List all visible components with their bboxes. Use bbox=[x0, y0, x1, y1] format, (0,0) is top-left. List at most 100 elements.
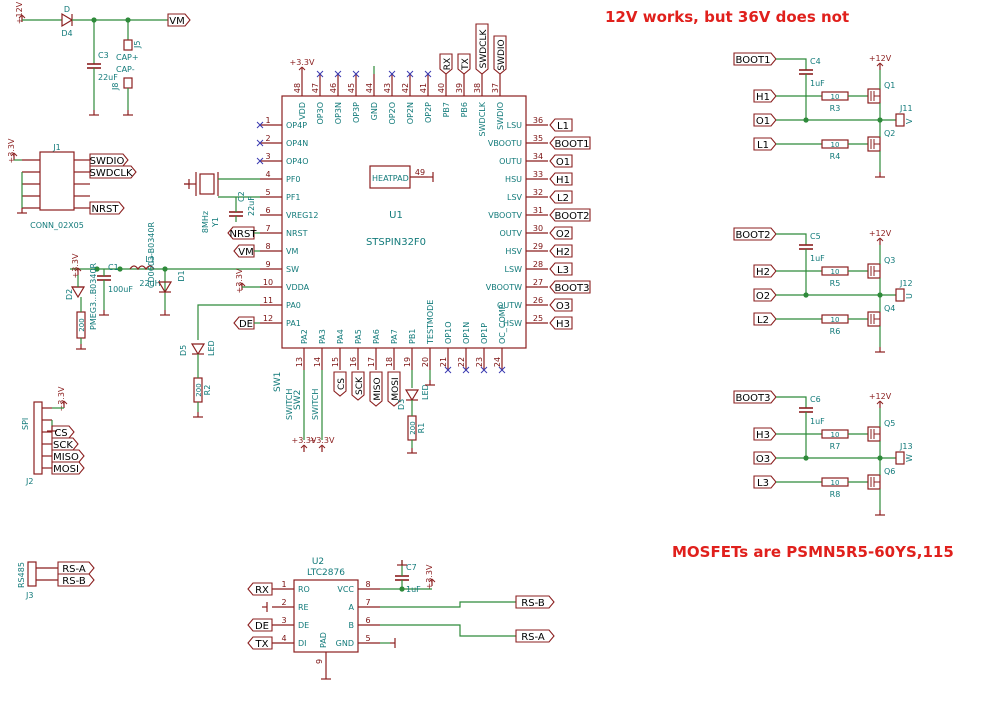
u1-pin-number: 27 bbox=[533, 278, 543, 287]
connector-j5 bbox=[123, 39, 133, 51]
u1-pin-name: SW bbox=[286, 265, 299, 274]
bridge-1-h-label: H1 bbox=[756, 92, 770, 103]
u1-pin-name: PA2 bbox=[300, 329, 309, 344]
j1-swdclk-label: SWDCLK bbox=[89, 168, 132, 179]
u1-net-boot1: BOOT1 bbox=[555, 139, 590, 150]
bridge-3-cap-ref: C6 bbox=[810, 395, 821, 404]
wire bbox=[380, 601, 516, 608]
bridge-2-h-label: H2 bbox=[756, 267, 770, 278]
u1-vdd-power: +3.3V bbox=[290, 58, 315, 67]
u2-pin-number: 3 bbox=[281, 616, 286, 625]
diode-d1-value: CD0603-B0340R bbox=[147, 222, 156, 289]
no-connect-mark bbox=[444, 366, 452, 374]
u1-pin-name: OP2P bbox=[424, 102, 433, 123]
u1-rx-label: RX bbox=[443, 58, 453, 70]
no-connect-mark bbox=[352, 70, 360, 78]
switch-sw2-value: SWITCH bbox=[311, 389, 320, 420]
u1-pin-number: 24 bbox=[493, 357, 502, 367]
u1-cs-label-flag bbox=[333, 371, 347, 397]
j1-nrst-label-flag bbox=[89, 201, 125, 215]
cap-c1-value: 100uF bbox=[108, 285, 133, 294]
j1-swdclk-label-flag bbox=[89, 165, 137, 179]
bridge-1-cap-ref: C4 bbox=[810, 57, 821, 66]
u1-pin-number: 17 bbox=[367, 357, 376, 367]
u1-swdclk-label-flag bbox=[475, 23, 489, 75]
bridge-2-gate-res-high-ref: R5 bbox=[830, 279, 841, 288]
power-symbol bbox=[18, 14, 23, 19]
u1-pin-name: PA7 bbox=[390, 329, 399, 344]
u1-net-l2-flag bbox=[549, 190, 573, 204]
u2-pin-name: VCC bbox=[337, 585, 354, 594]
u1-net-l3: L3 bbox=[557, 265, 569, 276]
power-symbol bbox=[10, 152, 15, 157]
u2-de-label: DE bbox=[255, 621, 269, 632]
diode-d2-ref: D2 bbox=[65, 289, 74, 300]
connector-j3-value: RS485 bbox=[17, 562, 26, 588]
led-d3 bbox=[404, 389, 420, 402]
u1-net-o1-flag bbox=[549, 154, 573, 168]
diode-d4-ref: D4 bbox=[61, 29, 72, 38]
power-symbol bbox=[876, 400, 881, 405]
u1-pin-number: 44 bbox=[365, 83, 374, 93]
wire bbox=[380, 624, 516, 637]
inductor-l1 bbox=[129, 265, 155, 271]
u1-pin-number: 9 bbox=[265, 260, 270, 269]
bridge-3-connector bbox=[895, 451, 905, 465]
j3-rsa-label-flag bbox=[57, 561, 95, 575]
connector-j5-ref: J5 bbox=[133, 41, 142, 49]
bridge-3-gate-res-high-value: 10 bbox=[831, 431, 840, 439]
u1-net-h1: H1 bbox=[556, 175, 570, 186]
power-symbol bbox=[303, 444, 308, 449]
bridge-2-connector-ref: J12 bbox=[899, 279, 913, 288]
u1-pin-name: OP1O bbox=[444, 321, 453, 344]
j1-swdio-label-flag bbox=[89, 153, 129, 167]
diode-d4-value: D bbox=[64, 5, 70, 14]
j2-cs-label-flag bbox=[51, 425, 75, 439]
u1-pin-name: PA0 bbox=[286, 301, 301, 310]
inductor-ref: L1 bbox=[145, 255, 155, 264]
u1-mosi-label-flag bbox=[387, 371, 401, 407]
switch-sw1-value: SWITCH bbox=[285, 389, 294, 420]
u1-pin-name: PF0 bbox=[286, 175, 301, 184]
connector-j1-value: CONN_02X05 bbox=[30, 221, 84, 230]
bridge-2-gate-res-high-value: 10 bbox=[831, 268, 840, 276]
u1-pin-number: 19 bbox=[403, 357, 412, 367]
u1-pin-number: 10 bbox=[263, 278, 273, 287]
bridge-3-cap-value: 1uF bbox=[810, 417, 825, 426]
bridge-1-mosfet-high-ref: Q1 bbox=[884, 81, 895, 90]
bridge-1-l-label: L1 bbox=[757, 140, 769, 151]
power-symbol bbox=[879, 237, 884, 242]
u1-body bbox=[281, 95, 527, 349]
bridge-2-mosfet-low-ref: Q4 bbox=[884, 304, 895, 313]
u1-de-label: DE bbox=[239, 319, 253, 330]
u1-pin-number: 8 bbox=[265, 242, 270, 251]
bridge-3-mosfet-high-ref: Q5 bbox=[884, 419, 895, 428]
u2-rx-label: RX bbox=[255, 585, 269, 596]
u1-net-h3-flag bbox=[549, 316, 573, 330]
resistor-r1-value: 200 bbox=[409, 421, 417, 434]
u2-pin-name: GND bbox=[336, 639, 354, 648]
u2-rsa-label-flag bbox=[515, 629, 555, 643]
junction-dot bbox=[877, 117, 883, 123]
cap-c1-ref: C1 bbox=[108, 263, 119, 272]
u1-pin-name: PF1 bbox=[286, 193, 301, 202]
u1-pin-name: OP3N bbox=[334, 102, 343, 124]
u1-pin-name: NRST bbox=[286, 229, 308, 238]
power-symbol bbox=[300, 444, 305, 449]
bridge-2-connector bbox=[895, 288, 905, 302]
u1-pin-number: 12 bbox=[263, 314, 273, 323]
bridge-2-o-label: O2 bbox=[756, 291, 770, 302]
j3-rsb-label: RS-B bbox=[62, 576, 86, 587]
u1-pin-number: 39 bbox=[455, 83, 464, 93]
u1-value: STSPIN32F0 bbox=[366, 237, 426, 248]
bridge-3-gate-res-low-value: 10 bbox=[831, 479, 840, 487]
u1-pin-name: PA6 bbox=[372, 329, 381, 344]
connector-j3 bbox=[27, 561, 37, 587]
u1-pin-name: OUTW bbox=[497, 301, 522, 310]
u1-pin-name: PA4 bbox=[336, 329, 345, 344]
cap-c3-ref: C3 bbox=[98, 51, 109, 60]
bridge-2-l-label: L2 bbox=[757, 315, 769, 326]
u1-pin-name: VBOOTV bbox=[488, 211, 522, 220]
led-d3-ref: D3 bbox=[397, 399, 406, 410]
bridge-1-o-label-flag bbox=[753, 113, 777, 127]
